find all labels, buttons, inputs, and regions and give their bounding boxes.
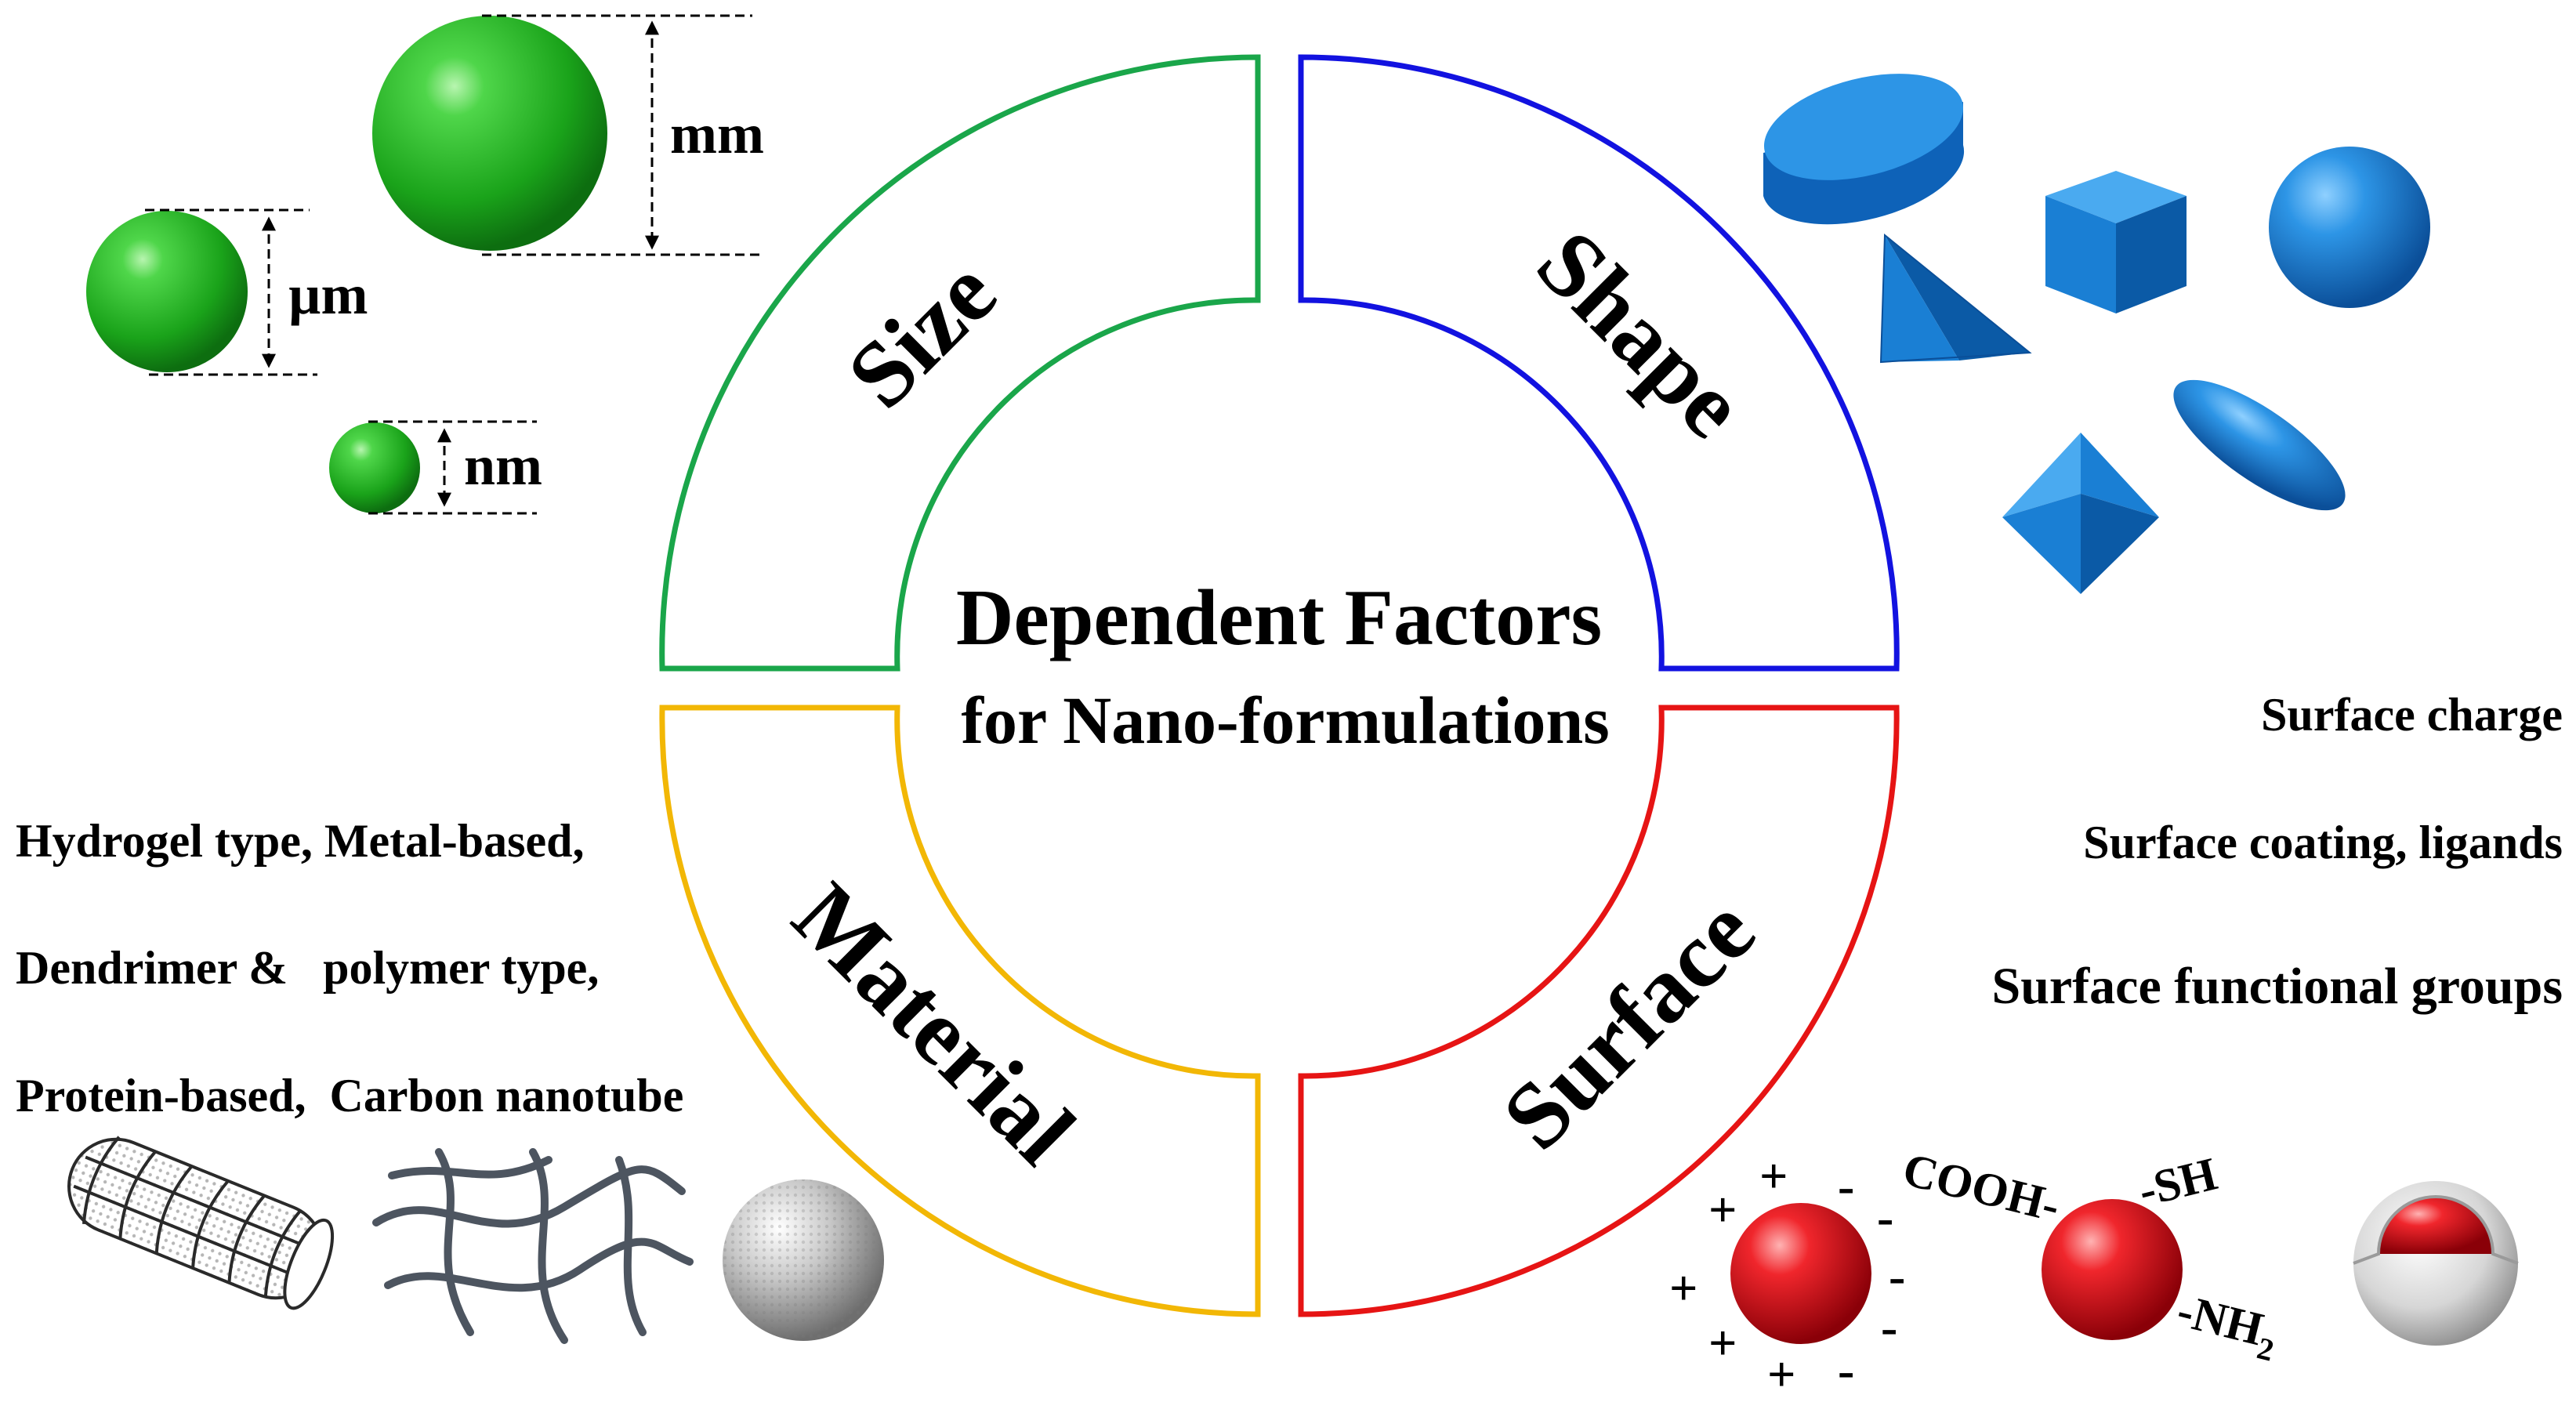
nm-sphere [329, 422, 420, 513]
surface-label: Surface [1483, 878, 1774, 1169]
nm-label: nm [464, 434, 542, 497]
plus-sign-4: + [1708, 1315, 1737, 1371]
size-scale-illustration: mm µm nm [86, 14, 764, 515]
cooh-label: COOH- [1898, 1143, 2065, 1232]
plus-sign-1: + [1708, 1182, 1737, 1237]
surface-quadrant [1298, 705, 1900, 1317]
mm-sphere [372, 16, 607, 251]
shape-illustrations [1763, 74, 2430, 594]
octahedron-shape [2002, 433, 2159, 594]
shape-quadrant [1298, 54, 1900, 672]
plus-sign-2: + [1759, 1148, 1788, 1204]
carbon-nanotube-illustration [67, 1136, 335, 1310]
um-sphere [86, 211, 248, 372]
cube-shape [2045, 171, 2187, 313]
material-line-2: Dendrimer & polymer type, [16, 942, 599, 994]
um-label: µm [288, 263, 368, 326]
surface-line-3: Surface functional groups [1991, 958, 2563, 1015]
center-subtitle: for Nano-formulations [961, 683, 1609, 758]
core-shell-particle [2353, 1181, 2519, 1346]
surface-line-2: Surface coating, ligands [2083, 817, 2563, 868]
sh-label: -SH [2133, 1147, 2222, 1216]
material-label: Material [774, 863, 1095, 1184]
functional-group-particle: COOH- -SH -NH2 [1898, 1143, 2284, 1368]
center-title: Dependent Factors [956, 574, 1602, 662]
material-line-3: Protein-based, Carbon nanotube [16, 1070, 683, 1121]
minus-sign-2: - [1877, 1190, 1893, 1245]
shape-label: Shape [1517, 210, 1765, 458]
surface-charge-particle: + + + + + - - - - - [1669, 1148, 1905, 1402]
minus-sign-1: - [1838, 1158, 1854, 1214]
disc-shape [1763, 74, 1965, 225]
polymer-network-illustration [372, 1148, 694, 1344]
plus-sign-5: + [1767, 1346, 1795, 1402]
plus-sign-3: + [1669, 1260, 1697, 1316]
nh2-label: -NH2 [2170, 1284, 2284, 1368]
size-label: Size [828, 240, 1016, 428]
minus-sign-5: - [1838, 1342, 1854, 1398]
ellipsoid-shape [2173, 379, 2346, 511]
surface-line-1: Surface charge [2261, 689, 2563, 741]
material-quadrant [659, 705, 1261, 1317]
sphere-shape [2269, 147, 2430, 308]
material-line-1: Hydrogel type, Metal-based, [16, 815, 584, 867]
metal-sphere-illustration [723, 1179, 884, 1341]
mm-label: mm [670, 103, 764, 165]
minus-sign-4: - [1881, 1299, 1897, 1355]
pyramid-shape [1879, 233, 2032, 364]
size-quadrant [659, 54, 1261, 672]
minus-sign-3: - [1889, 1248, 1905, 1304]
